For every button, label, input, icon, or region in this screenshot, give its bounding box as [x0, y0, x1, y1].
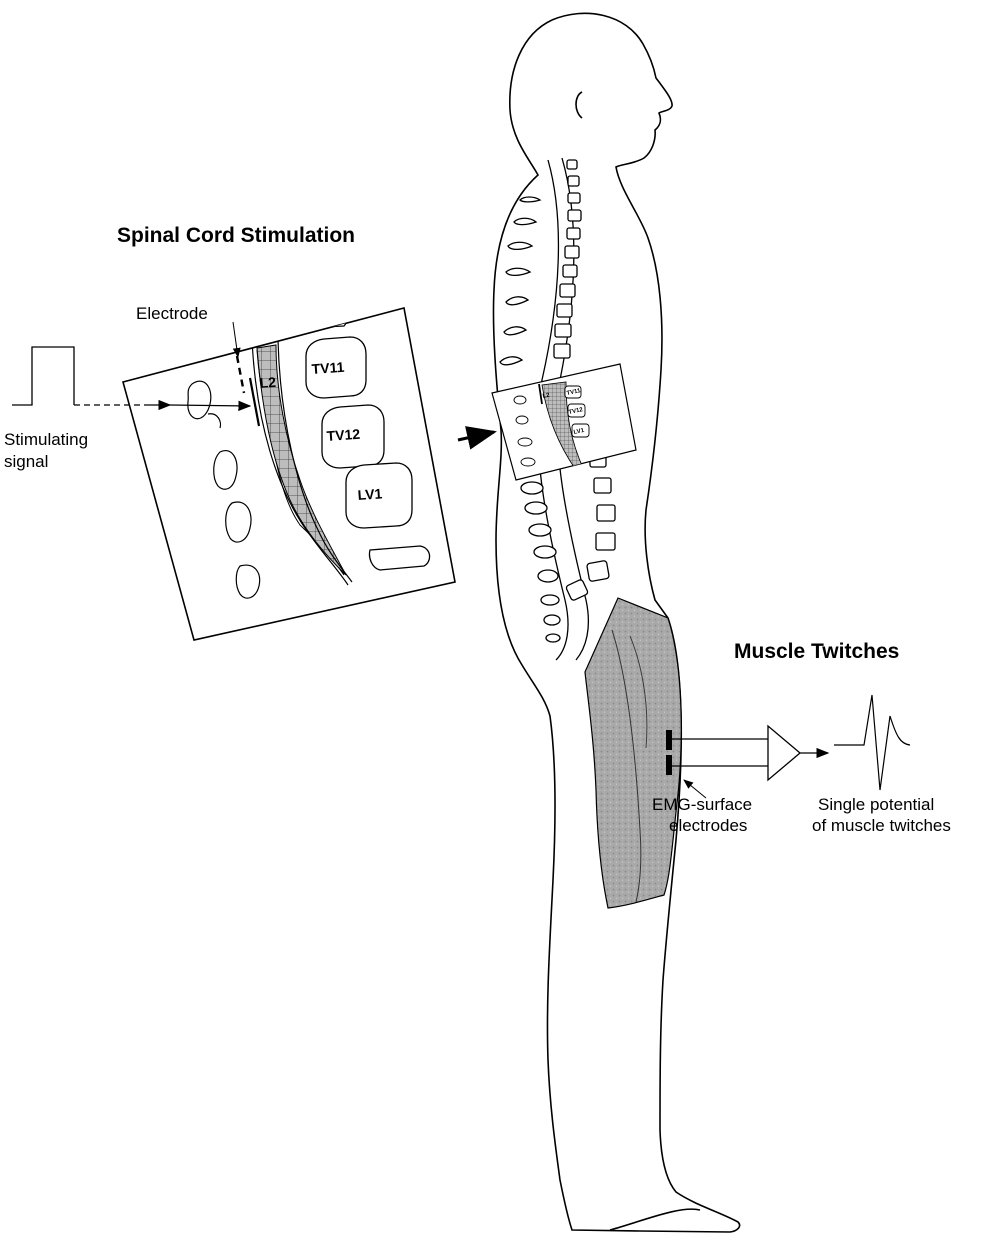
heading-muscle-twitches: Muscle Twitches: [734, 640, 899, 663]
vertebra-label-lv1: LV1: [357, 485, 383, 503]
label-emg-electrodes-1: EMG-surface: [652, 795, 752, 814]
vertebra-label-tv11: TV11: [311, 359, 345, 377]
body-spine-inset: L2 TV11 TV12 LV1: [492, 364, 636, 480]
label-stimulating-signal-2: signal: [4, 452, 48, 471]
emg-recording: [666, 695, 910, 798]
foot-line: [610, 1209, 700, 1230]
amplifier-triangle: [768, 726, 800, 780]
ear: [576, 92, 582, 118]
vertebra-label-tv12: TV12: [326, 426, 361, 444]
spinal-cord-inset: L2 TV11 TV12 LV1: [123, 308, 455, 640]
label-electrode: Electrode: [136, 304, 208, 323]
twitch-potential-waveform: [834, 695, 910, 790]
label-emg-electrodes-2: electrodes: [669, 816, 747, 835]
vertebra-label-l2: L2: [259, 374, 277, 391]
thigh-muscle: [585, 598, 681, 908]
label-stimulating-signal-1: Stimulating: [4, 430, 88, 449]
label-potential-1: Single potential: [818, 795, 934, 814]
emg-electrode-upper: [666, 730, 672, 750]
heading-spinal-cord-stimulation: Spinal Cord Stimulation: [117, 224, 355, 247]
emg-electrode-lower: [666, 755, 672, 775]
inset-to-body-arrow: [458, 432, 494, 440]
label-potential-2: of muscle twitches: [812, 816, 951, 835]
